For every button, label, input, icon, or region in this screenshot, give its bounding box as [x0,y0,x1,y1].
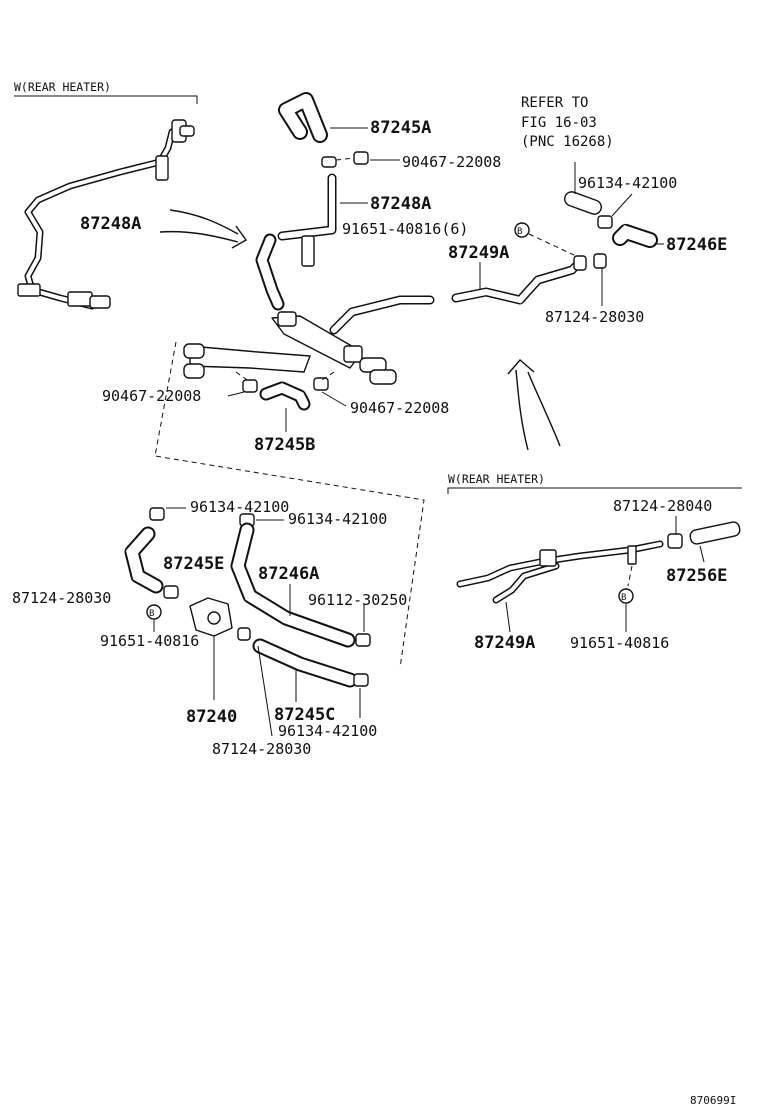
hose-87245C [252,638,369,737]
part-number-labels: 87245A 90467-22008 87248A 91651-40816(6)… [12,118,727,758]
part-label: 87245E [163,554,224,574]
reference-line-1: REFER TO [521,95,588,111]
pipe-87249A-top [329,253,607,335]
pipe-87249A-right [456,516,741,633]
svg-text:B: B [621,593,626,603]
part-label: 87246E [666,235,727,255]
part-label: 91651-40816(6) [342,220,468,238]
part-label: 96134-42100 [288,510,387,528]
rear-heater-left-bracket: W(REAR HEATER) [14,80,198,104]
pipe-87248A-top [277,173,368,267]
part-label: 87248A [370,194,431,214]
part-label: 90467-22008 [402,153,501,171]
part-label: 96112-30250 [308,591,407,609]
part-label: 87124-28030 [545,308,644,326]
part-label: 87245C [274,705,335,725]
hose-87245B [227,371,347,432]
part-label: 87248A [80,214,141,234]
hose-87246E [564,162,664,306]
part-label: 96134-42100 [190,498,289,516]
part-label: 87249A [474,633,535,653]
screw-symbol-right: B [618,588,634,604]
part-label: 87124-28030 [212,740,311,758]
dashed-assembly-outline [154,341,425,669]
reference-line-2: FIG 16-03 [521,115,597,131]
central-manifold [183,311,397,385]
part-label: 87245A [370,118,431,138]
rear-heater-right-bracket: W(REAR HEATER) [447,472,742,494]
figure-code: 870699I [690,1094,736,1107]
water-valve-87240: B [124,507,255,700]
reference-note: REFER TO FIG 16-03 (PNC 16268) [521,95,614,150]
part-label: 91651-40816 [100,632,199,650]
part-label: 91651-40816 [570,634,669,652]
part-label: 87124-28040 [613,497,712,515]
part-label: 96134-42100 [278,722,377,740]
direction-arrow-up [507,359,561,451]
part-label: 87249A [448,243,509,263]
screw-symbol-top: B [514,222,577,257]
part-label: 87246A [258,564,319,584]
svg-text:B: B [517,227,522,237]
hose-central-bend [255,233,285,311]
part-label: 87256E [666,566,727,586]
direction-arrow-right [159,209,248,249]
section-header: W(REAR HEATER) [14,80,111,94]
hose-87245A [278,92,368,143]
section-header: W(REAR HEATER) [448,472,545,486]
part-label: 87124-28030 [12,589,111,607]
part-label: 96134-42100 [578,174,677,192]
svg-text:B: B [149,609,154,619]
heater-pipe-87248A-left [17,119,195,310]
part-label: 87240 [186,707,237,727]
part-label: 90467-22008 [350,399,449,417]
reference-line-3: (PNC 16268) [521,134,614,150]
part-label: 87245B [254,435,315,455]
part-label: 90467-22008 [102,387,201,405]
hose-87246A [230,522,371,648]
clamp-90467-22008-top [321,151,400,168]
